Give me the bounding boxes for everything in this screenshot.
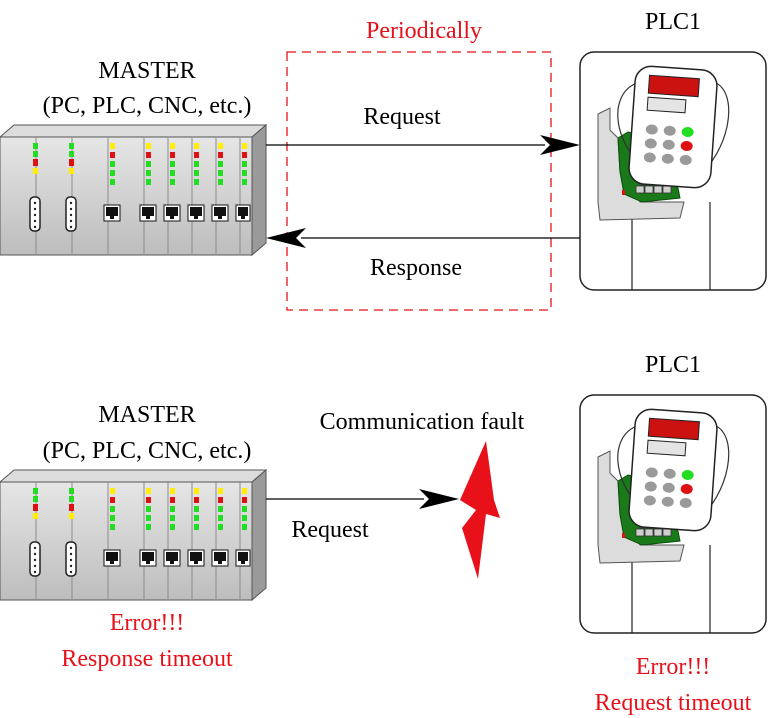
response-arrowhead <box>266 228 306 248</box>
plc-error-label: Error!!! <box>636 654 711 680</box>
master-error-detail: Response timeout <box>61 646 233 672</box>
top-master-title: MASTER <box>98 58 195 84</box>
bottom-request-arrowhead <box>419 489 459 509</box>
bottom-plc-title: PLC1 <box>645 352 701 378</box>
bottom-master-subtitle: (PC, PLC, CNC, etc.) <box>43 438 252 464</box>
top-slave-plc <box>579 51 767 291</box>
bottom-request-label: Request <box>291 517 369 543</box>
response-label: Response <box>370 255 462 281</box>
bottom-slave-plc <box>579 394 767 634</box>
top-request-arrowhead <box>540 135 580 155</box>
communication-fault-label: Communication fault <box>320 409 525 435</box>
top-plc-title: PLC1 <box>645 9 701 35</box>
master-error-label: Error!!! <box>110 610 185 636</box>
top-master-subtitle: (PC, PLC, CNC, etc.) <box>43 93 252 119</box>
periodic-exchange-box <box>286 51 552 311</box>
top-master-plc-rack <box>0 124 267 256</box>
bottom-master-title: MASTER <box>98 402 195 428</box>
bottom-master-plc-rack <box>0 469 267 601</box>
lightning-bolt-icon <box>460 441 500 579</box>
periodically-label: Periodically <box>366 18 482 44</box>
plc-error-detail: Request timeout <box>595 690 752 716</box>
top-request-label: Request <box>363 104 441 130</box>
